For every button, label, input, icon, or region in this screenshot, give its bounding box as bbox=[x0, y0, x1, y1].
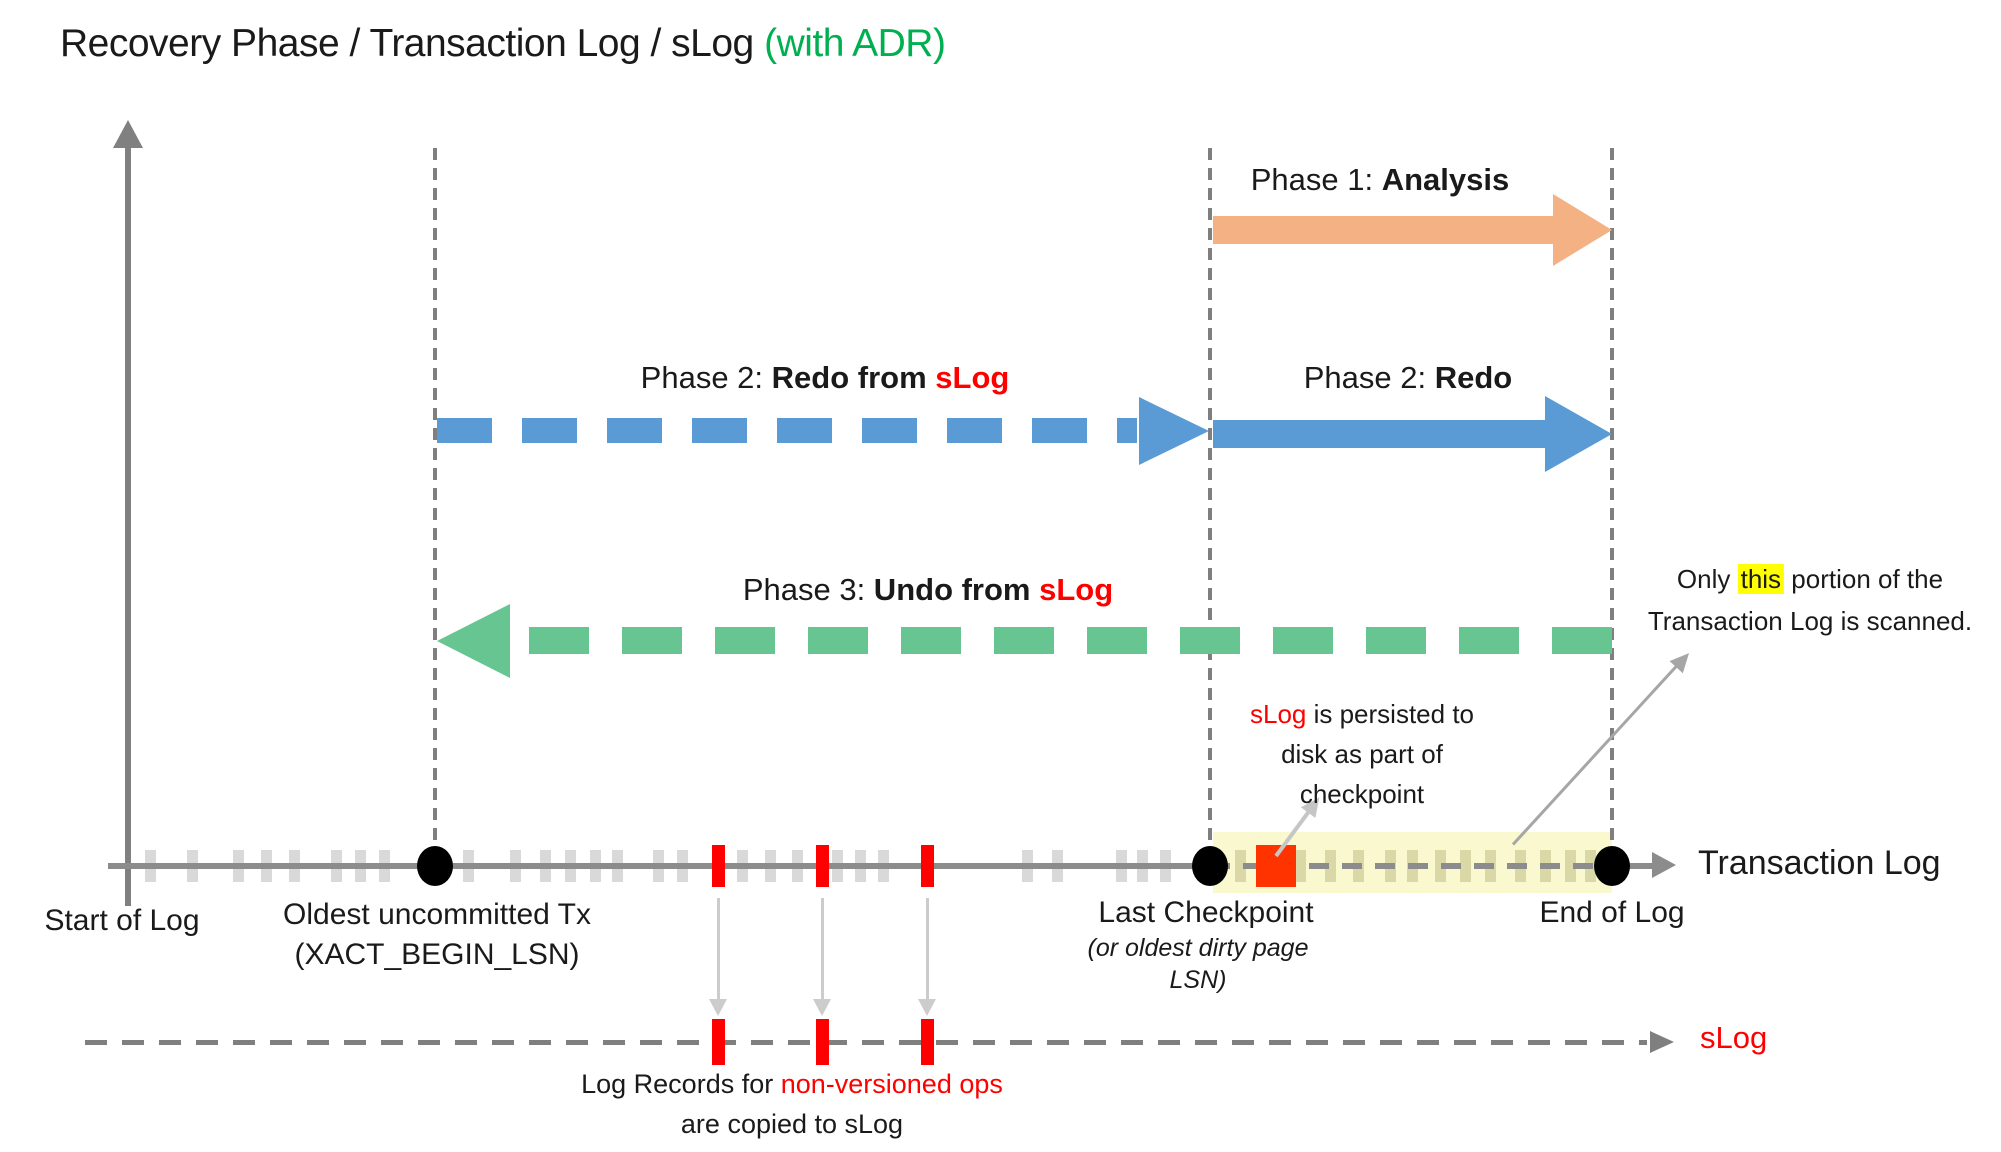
log-tick-nonversioned bbox=[711, 845, 725, 887]
oldest-tx-label-line2: (XACT_BEGIN_LSN) bbox=[294, 938, 580, 971]
phase3-arrowhead-icon bbox=[437, 604, 510, 678]
scan-note-highlighted-this: this bbox=[1737, 564, 1785, 594]
last-checkpoint-dot bbox=[1192, 846, 1228, 886]
copy-note-red: non-versioned ops bbox=[780, 1069, 1003, 1099]
phase2-slog-arrow-body bbox=[437, 418, 1137, 443]
scan-note-l1c: portion of the bbox=[1784, 564, 1944, 594]
persist-note-l1: is persisted to bbox=[1306, 699, 1475, 729]
guide-line-last-checkpoint bbox=[1208, 148, 1212, 866]
phase2-label: Phase 2: Redo bbox=[1304, 360, 1512, 396]
copy-down-arrow bbox=[716, 898, 720, 1000]
title-main: Recovery Phase / Transaction Log / sLog bbox=[60, 22, 765, 65]
phase2-slog-label-bold: Redo from bbox=[771, 360, 936, 395]
slog-line bbox=[85, 1040, 1647, 1045]
slog-tick-copied bbox=[711, 1019, 725, 1065]
phase2-slog-label-red: sLog bbox=[935, 360, 1010, 395]
copy-note-l1a: Log Records for bbox=[581, 1069, 781, 1099]
slog-arrowhead-icon bbox=[1650, 1031, 1674, 1053]
page-title: Recovery Phase / Transaction Log / sLog … bbox=[60, 22, 946, 66]
phase1-label: Phase 1: Analysis bbox=[1251, 162, 1510, 198]
transaction-log-arrowhead-icon bbox=[1652, 852, 1676, 878]
phase2-slog-label-prefix: Phase 2: bbox=[640, 360, 772, 395]
phase2-slog-arrowhead-icon bbox=[1139, 397, 1209, 465]
title-adr-suffix: (with ADR) bbox=[764, 22, 946, 65]
phase1-arrow-body bbox=[1213, 216, 1553, 244]
y-axis-line bbox=[125, 146, 131, 906]
phase2-arrowhead-icon bbox=[1545, 396, 1612, 472]
log-tick-nonversioned bbox=[815, 845, 829, 887]
copy-down-arrow bbox=[820, 898, 824, 1000]
scan-note-arrow bbox=[1511, 664, 1679, 846]
phase3-label-prefix: Phase 3: bbox=[742, 572, 874, 607]
copy-down-arrow bbox=[925, 898, 929, 1000]
phase3-label-bold: Undo from bbox=[873, 572, 1040, 607]
phase3-arrow-body bbox=[516, 627, 1612, 654]
y-axis-arrowhead-icon bbox=[113, 120, 143, 148]
scan-note: Only this portion of the Transaction Log… bbox=[1648, 558, 1972, 642]
last-checkpoint-sub2: LSN) bbox=[1169, 966, 1227, 994]
transaction-log-line-left bbox=[108, 863, 1210, 869]
transaction-log-line-right bbox=[1612, 863, 1656, 869]
phase3-label-red: sLog bbox=[1039, 572, 1114, 607]
transaction-log-label: Transaction Log bbox=[1698, 844, 1941, 882]
guide-line-oldest-tx bbox=[433, 148, 437, 866]
copy-note-l2: are copied to sLog bbox=[680, 1109, 904, 1139]
last-checkpoint-sub1: (or oldest dirty page bbox=[1087, 934, 1309, 962]
phase1-label-bold: Analysis bbox=[1381, 162, 1510, 197]
end-of-log-label: End of Log bbox=[1539, 896, 1685, 929]
copy-note: Log Records for non-versioned ops are co… bbox=[581, 1064, 1003, 1144]
guide-line-end-of-log bbox=[1610, 148, 1614, 866]
oldest-tx-dot bbox=[417, 846, 453, 886]
persist-note-slog: sLog bbox=[1249, 699, 1307, 729]
start-of-log-label: Start of Log bbox=[44, 904, 200, 937]
oldest-tx-label-line1: Oldest uncommitted Tx bbox=[283, 898, 591, 931]
phase3-label: Phase 3: Undo from sLog bbox=[743, 572, 1113, 608]
persist-note: sLog is persisted to disk as part of che… bbox=[1250, 694, 1474, 814]
last-checkpoint-label: Last Checkpoint bbox=[1098, 896, 1314, 929]
phase2-label-bold: Redo bbox=[1434, 360, 1513, 395]
slog-tick-copied bbox=[815, 1019, 829, 1065]
persist-note-l3: checkpoint bbox=[1299, 779, 1425, 809]
scan-note-l1a: Only bbox=[1676, 564, 1738, 594]
slog-label: sLog bbox=[1700, 1020, 1768, 1055]
log-tick-nonversioned bbox=[920, 845, 934, 887]
phase2-arrow-body bbox=[1213, 420, 1545, 448]
phase2-slog-label: Phase 2: Redo from sLog bbox=[641, 360, 1010, 396]
end-of-log-dot bbox=[1594, 846, 1630, 886]
phase2-label-prefix: Phase 2: bbox=[1303, 360, 1435, 395]
transaction-log-line-scanned bbox=[1210, 863, 1612, 869]
persist-note-l2: disk as part of bbox=[1281, 739, 1443, 769]
phase1-label-prefix: Phase 1: bbox=[1250, 162, 1382, 197]
phase1-arrowhead-icon bbox=[1553, 194, 1612, 266]
scan-note-l2: Transaction Log is scanned. bbox=[1647, 606, 1973, 636]
slog-tick-copied bbox=[920, 1019, 934, 1065]
